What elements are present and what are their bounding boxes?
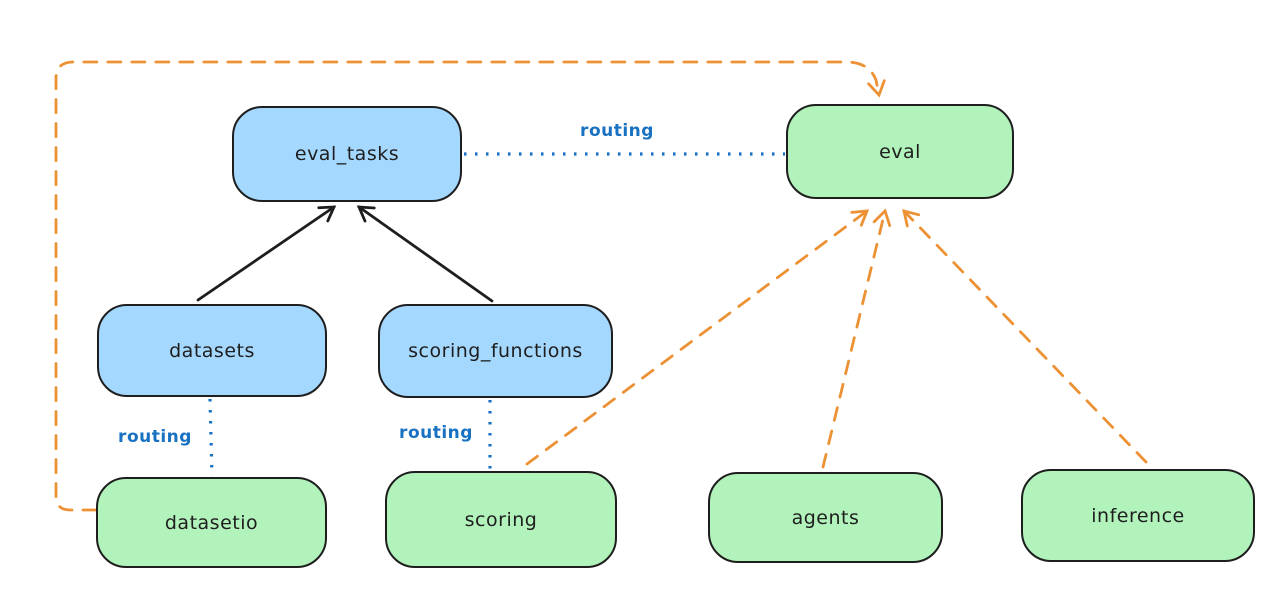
routing-label-datasets-datasetio: routing [118, 427, 192, 447]
node-datasetio: datasetio [96, 477, 327, 568]
routing-label-scoring-functions-scoring: routing [399, 423, 473, 443]
edge-agents-to-eval [821, 208, 892, 469]
routing-label-eval-tasks-eval: routing [580, 121, 654, 141]
node-scoring-functions-label: scoring_functions [408, 340, 583, 362]
edge-datasetio-to-eval [54, 60, 886, 512]
edge-datasets-to-eval-tasks [196, 205, 337, 302]
node-inference-label: inference [1091, 504, 1185, 527]
node-inference: inference [1021, 469, 1255, 562]
edge-datasets-to-datasetio-routing [208, 398, 214, 477]
edge-scoring-to-eval [525, 209, 870, 466]
node-eval-label: eval [879, 140, 921, 163]
node-eval-tasks: eval_tasks [232, 106, 462, 202]
edge-scoring-functions-to-eval-tasks [356, 205, 494, 303]
node-datasetio-label: datasetio [164, 511, 259, 534]
node-datasets-label: datasets [169, 339, 255, 362]
node-scoring-functions: scoring_functions [378, 304, 613, 398]
node-eval-tasks-label: eval_tasks [294, 143, 400, 165]
edge-inference-to-eval [902, 209, 1148, 464]
node-eval: eval [786, 104, 1014, 199]
node-scoring-label: scoring [464, 508, 538, 531]
node-agents-label: agents [791, 506, 860, 529]
node-agents: agents [708, 472, 943, 563]
node-datasets: datasets [97, 304, 327, 397]
node-scoring: scoring [385, 471, 617, 568]
